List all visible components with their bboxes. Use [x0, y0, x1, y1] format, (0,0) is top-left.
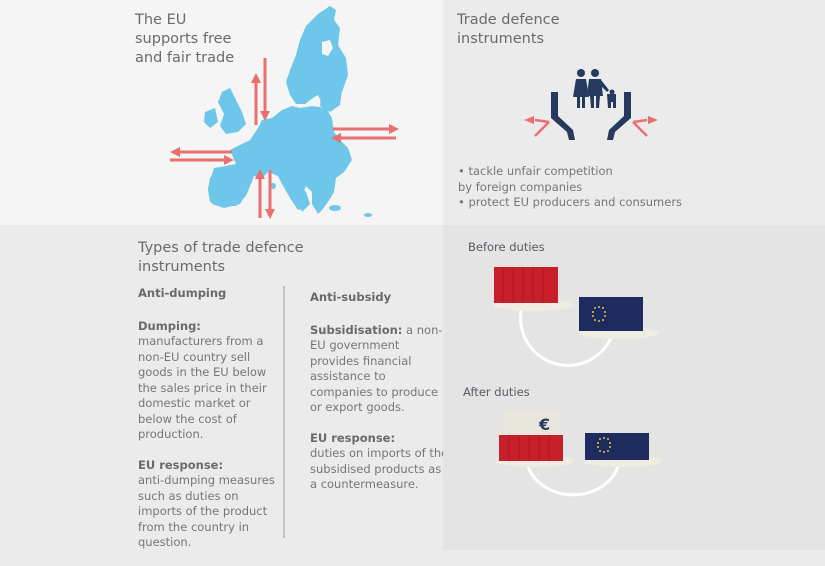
euro-icon: € [538, 415, 550, 434]
title-line: Trade defence [457, 12, 560, 28]
title-line: The EU [135, 12, 187, 28]
response-text: duties on imports of the subsidised prod… [310, 446, 449, 491]
title-line: instruments [457, 31, 545, 47]
subsidy-definition: Subsidisation: a non-EU government provi… [310, 323, 450, 416]
eu-map-icon [170, 6, 399, 219]
before-duties-containers-icon [493, 267, 659, 367]
before-duties-label: Before duties [468, 240, 545, 254]
dumping-response: EU response:anti-dumping measures such a… [138, 458, 278, 551]
eu-free-trade-panel: The EU supports free and fair trade [0, 0, 443, 225]
bullet-item: • tackle unfair competition [458, 164, 613, 178]
bullet-item: • protect EU producers and consumers [458, 195, 683, 209]
subsidy-response: EU response:duties on imports of the sub… [310, 431, 450, 493]
dumping-definition: Dumping:manufacturers from a non-EU coun… [138, 319, 278, 443]
duties-panel: Before duties After duties € [443, 225, 825, 550]
anti-dumping-column: Anti-dumping Dumping:manufacturers from … [138, 286, 278, 566]
bullet-item: by foreign companies [458, 179, 583, 194]
column-divider [283, 286, 285, 538]
title-line: and fair trade [135, 50, 235, 66]
eu-free-trade-title: The EU supports free and fair trade [135, 11, 234, 68]
trade-defence-bullets: • tackle unfair competition by foreign c… [458, 164, 682, 211]
definition-label: Dumping: [138, 318, 201, 333]
anti-subsidy-column: Anti-subsidy Subsidisation: a non-EU gov… [310, 290, 450, 508]
title-line: supports free [135, 31, 232, 47]
title-line: instruments [138, 259, 226, 275]
types-panel: Types of trade defence instruments [0, 225, 443, 550]
trade-defence-panel: Trade defence instruments • tackle [443, 0, 825, 225]
anti-subsidy-heading: Anti-subsidy [310, 290, 392, 304]
after-duties-containers-icon: € [495, 411, 663, 497]
definition-text: manufacturers from a non-EU country sell… [138, 334, 267, 441]
definition-text: a non-EU government provides financial a… [310, 322, 443, 415]
hands-protecting-family-icon [524, 69, 658, 140]
anti-dumping-heading: Anti-dumping [138, 286, 227, 300]
types-title: Types of trade defence instruments [138, 239, 304, 277]
trade-defence-title: Trade defence instruments [457, 11, 560, 49]
title-line: Types of trade defence [138, 240, 304, 256]
response-label: EU response: [138, 457, 224, 472]
response-text: anti-dumping measures such as duties on … [138, 473, 275, 549]
after-duties-label: After duties [463, 385, 530, 399]
response-label: EU response: [310, 430, 396, 445]
definition-label: Subsidisation: [310, 322, 403, 337]
